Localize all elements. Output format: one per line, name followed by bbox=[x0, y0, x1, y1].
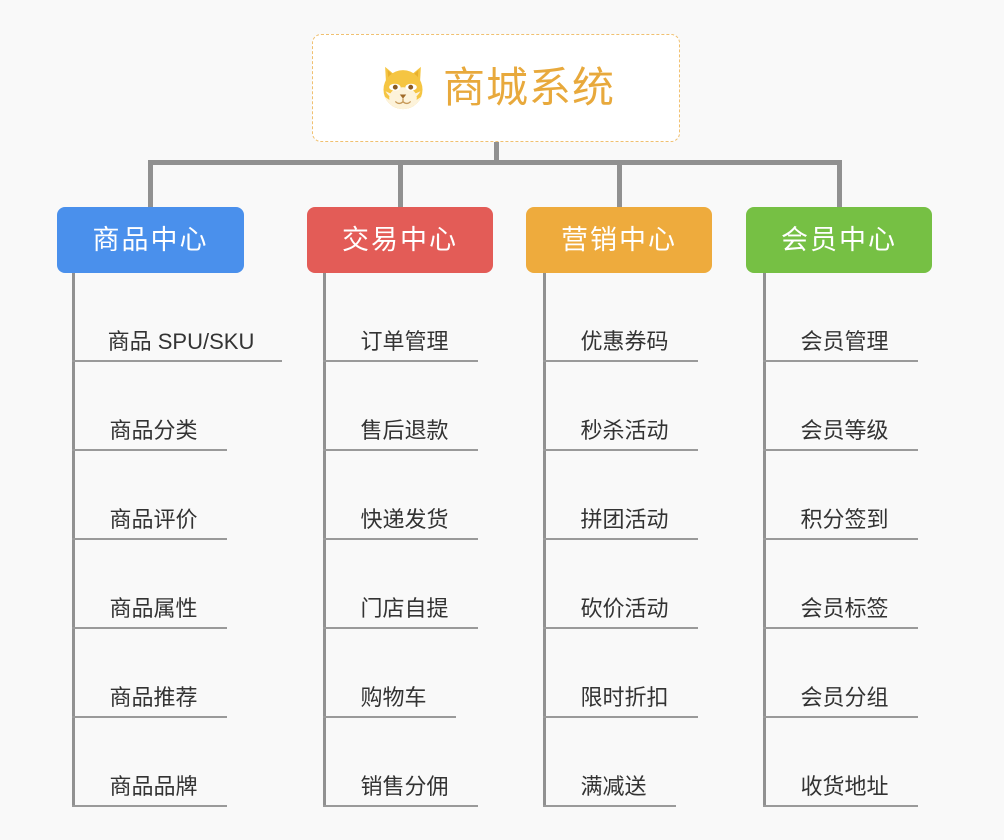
category-box-2[interactable]: 交易中心 bbox=[307, 207, 493, 273]
leaf-item[interactable]: 会员等级 bbox=[763, 362, 918, 451]
category-label: 商品中心 bbox=[92, 224, 209, 255]
category-box-1[interactable]: 商品中心 bbox=[57, 207, 244, 273]
connector-root-vertical bbox=[494, 142, 499, 164]
leaf-item[interactable]: 会员管理 bbox=[763, 273, 918, 362]
leaf-item-label: 秒杀活动 bbox=[580, 417, 669, 443]
connector-spine-1 bbox=[72, 273, 75, 807]
leaf-item[interactable]: 商品 SPU/SKU bbox=[72, 273, 282, 362]
leaf-item-label: 优惠券码 bbox=[580, 328, 669, 354]
leaf-item-label: 会员管理 bbox=[800, 328, 889, 354]
leaf-item-label: 商品分类 bbox=[109, 417, 198, 443]
leaf-item[interactable]: 商品分类 bbox=[72, 362, 227, 451]
leaf-item[interactable]: 收货地址 bbox=[763, 718, 918, 807]
leaf-item[interactable]: 商品评价 bbox=[72, 451, 227, 540]
connector-drop-4 bbox=[836, 160, 842, 207]
category-label: 营销中心 bbox=[561, 224, 677, 255]
connector-horizontal-bus bbox=[148, 160, 840, 165]
leaf-item[interactable]: 快递发货 bbox=[323, 451, 478, 540]
leaf-item[interactable]: 秒杀活动 bbox=[543, 362, 698, 451]
category-label: 会员中心 bbox=[781, 224, 897, 255]
leaf-item-label: 商品属性 bbox=[109, 595, 198, 621]
leaf-item[interactable]: 积分签到 bbox=[763, 451, 918, 540]
leaf-item-label: 购物车 bbox=[360, 684, 427, 710]
leaf-item-label: 积分签到 bbox=[800, 506, 889, 532]
leaf-item-label: 销售分佣 bbox=[360, 773, 449, 799]
connector-drop-1 bbox=[148, 160, 153, 207]
leaf-item[interactable]: 订单管理 bbox=[323, 273, 478, 362]
leaf-item[interactable]: 商品推荐 bbox=[72, 629, 227, 718]
leaf-item[interactable]: 购物车 bbox=[323, 629, 456, 718]
connector-spine-3 bbox=[543, 273, 546, 807]
connector-spine-4 bbox=[763, 273, 766, 807]
leaf-item-label: 收货地址 bbox=[800, 773, 889, 799]
root-title: 商城系统 bbox=[442, 64, 615, 111]
shiba-dog-face-icon bbox=[383, 66, 423, 110]
leaf-item-label: 砍价活动 bbox=[580, 595, 669, 621]
leaf-item-label: 会员标签 bbox=[800, 595, 889, 621]
leaf-item-label: 商品评价 bbox=[109, 506, 198, 532]
connector-drop-2 bbox=[397, 160, 403, 207]
leaf-item-label: 商品 SPU/SKU bbox=[107, 328, 255, 354]
leaf-item[interactable]: 满减送 bbox=[543, 718, 676, 807]
leaf-item-label: 门店自提 bbox=[360, 595, 449, 621]
leaf-item[interactable]: 商品属性 bbox=[72, 540, 227, 629]
leaf-item-label: 会员分组 bbox=[800, 684, 889, 710]
leaf-item[interactable]: 售后退款 bbox=[323, 362, 478, 451]
category-box-4[interactable]: 会员中心 bbox=[746, 207, 932, 273]
leaf-item[interactable]: 商品品牌 bbox=[72, 718, 227, 807]
leaf-item[interactable]: 销售分佣 bbox=[323, 718, 478, 807]
leaf-item[interactable]: 门店自提 bbox=[323, 540, 478, 629]
leaf-item[interactable]: 限时折扣 bbox=[543, 629, 698, 718]
leaf-item[interactable]: 会员分组 bbox=[763, 629, 918, 718]
leaf-item[interactable]: 会员标签 bbox=[763, 540, 918, 629]
leaf-item-label: 会员等级 bbox=[800, 417, 889, 443]
leaf-item-label: 订单管理 bbox=[360, 328, 449, 354]
leaf-item[interactable]: 优惠券码 bbox=[543, 273, 698, 362]
leaf-item-label: 快递发货 bbox=[360, 506, 449, 532]
leaf-item[interactable]: 拼团活动 bbox=[543, 451, 698, 540]
category-box-3[interactable]: 营销中心 bbox=[526, 207, 712, 273]
connector-spine-2 bbox=[323, 273, 326, 807]
leaf-item-label: 满减送 bbox=[580, 773, 647, 799]
connector-drop-3 bbox=[616, 160, 622, 207]
leaf-item-label: 商品推荐 bbox=[109, 684, 198, 710]
leaf-item-label: 限时折扣 bbox=[580, 684, 669, 710]
leaf-item-label: 拼团活动 bbox=[580, 506, 669, 532]
leaf-item-label: 售后退款 bbox=[360, 417, 449, 443]
leaf-item[interactable]: 砍价活动 bbox=[543, 540, 698, 629]
category-label: 交易中心 bbox=[342, 224, 458, 255]
root-node-mall-system[interactable]: 商城系统 bbox=[312, 34, 680, 142]
leaf-item-label: 商品品牌 bbox=[109, 773, 198, 799]
